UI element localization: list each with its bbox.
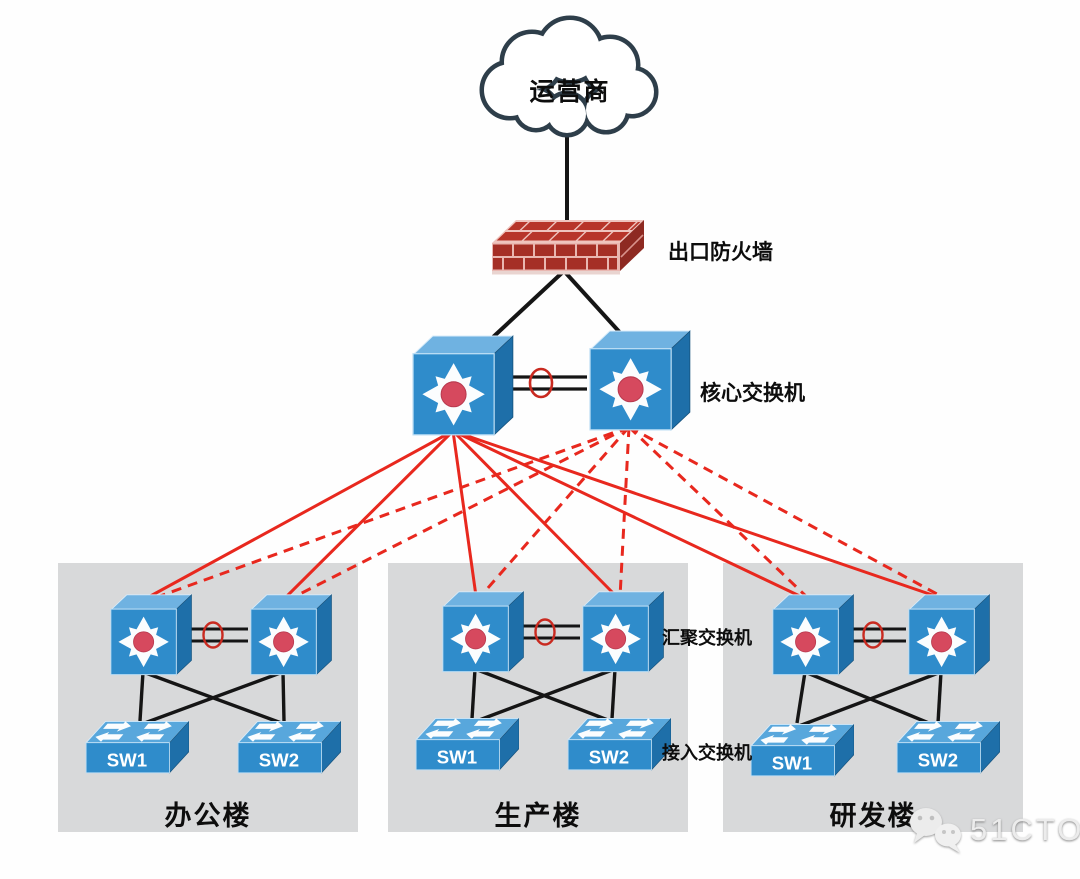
- multilayer-switch-icon: [909, 595, 990, 675]
- core-stack-ring-icon: [528, 367, 554, 399]
- access-label: 接入交换机: [662, 743, 752, 763]
- core-switch-2: [589, 330, 693, 434]
- access-switch-rnd-sw1: SW1: [744, 719, 854, 783]
- core-switch-label: 核心交换机: [700, 382, 805, 405]
- access-switch-name: SW1: [107, 750, 147, 771]
- agg-switch-rnd-2: [908, 594, 992, 678]
- access-switch-production-sw2: SW2: [561, 713, 671, 777]
- agg-switch-production-1: [442, 591, 526, 675]
- firewall-icon: [492, 220, 645, 275]
- access-switch-name: SW1: [437, 747, 477, 768]
- multilayer-switch-icon: [583, 592, 664, 672]
- building-office-label: 办公楼: [164, 801, 252, 831]
- isp-cloud-label: 运营商: [529, 78, 611, 106]
- multilayer-switch-icon: [443, 592, 524, 672]
- access-switch-office-sw2: SW2: [231, 716, 341, 780]
- access-switch-name: SW2: [259, 750, 299, 771]
- access-switch-office-sw1: SW1: [79, 716, 189, 780]
- core-switch-1: [412, 335, 516, 439]
- agg-switch-rnd-1: [772, 594, 856, 678]
- agg-switch-office-2: [250, 594, 334, 678]
- isp-cloud-node: [475, 13, 665, 143]
- multilayer-switch-icon: [111, 595, 192, 675]
- access-switch-production-sw1: SW1: [409, 713, 519, 777]
- multilayer-switch-icon: [590, 331, 690, 430]
- access-switch-name: SW1: [772, 753, 812, 774]
- firewall-label: 出口防火墙: [668, 241, 773, 264]
- access-switch-name: SW2: [918, 750, 958, 771]
- 51cto-watermark: 51CTO: [908, 804, 1080, 856]
- agg-switch-production-2: [582, 591, 666, 675]
- access-switch-rnd-sw2: SW2: [890, 716, 1000, 780]
- access-switch-name: SW2: [589, 747, 629, 768]
- building-rnd-label: 研发楼: [829, 801, 917, 831]
- multilayer-switch-icon: [773, 595, 854, 675]
- cloud-icon: [479, 15, 659, 138]
- wechat-icon: [910, 808, 961, 853]
- multilayer-switch-icon: [251, 595, 332, 675]
- agg-switch-office-1: [110, 594, 194, 678]
- firewall-node: [480, 214, 650, 276]
- aggregation-label: 汇聚交换机: [662, 628, 752, 648]
- building-production-label: 生产楼: [494, 801, 582, 831]
- multilayer-switch-icon: [413, 336, 513, 435]
- watermark-text: 51CTO: [970, 812, 1080, 847]
